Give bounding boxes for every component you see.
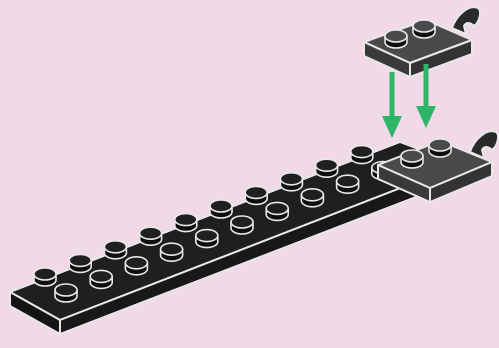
plate-stud (244, 185, 269, 206)
arrow-down-icon (416, 64, 436, 128)
plate-stud (349, 144, 374, 165)
plate-stud (159, 242, 184, 262)
clip-plate-stud (400, 149, 424, 169)
clip-icon (451, 6, 482, 35)
placement-arrows (382, 64, 436, 138)
clip-plate-incoming-front (363, 41, 411, 78)
clip-plate-stud (384, 29, 408, 49)
plate-stud (89, 269, 113, 290)
plate-stud (195, 228, 219, 249)
plate-stud (138, 226, 163, 246)
plate-stud (33, 267, 57, 287)
plate-stud (300, 188, 325, 208)
clip-plate-placed (377, 130, 499, 203)
plate-stud (335, 174, 360, 194)
plate-stud (68, 253, 92, 274)
clip-plate-stud (428, 138, 452, 158)
arrow-down-icon (382, 72, 402, 138)
clip-plate-placed-studs (400, 138, 452, 169)
clip-plate-stud (412, 19, 436, 39)
plate-stud (265, 201, 290, 222)
plate-stud (174, 212, 198, 233)
plate-stud (54, 283, 78, 303)
plate-stud (124, 255, 149, 276)
clip-plate-incoming-studs (384, 19, 436, 49)
plate-stud (209, 199, 233, 219)
plate-stud (279, 172, 304, 192)
clip-icon (469, 130, 499, 159)
clip-plate-incoming (363, 6, 482, 78)
clip-plate-placed-front (377, 164, 431, 203)
plate-stud (230, 215, 254, 235)
plate-stud (314, 158, 339, 178)
plate-stud (103, 240, 128, 260)
